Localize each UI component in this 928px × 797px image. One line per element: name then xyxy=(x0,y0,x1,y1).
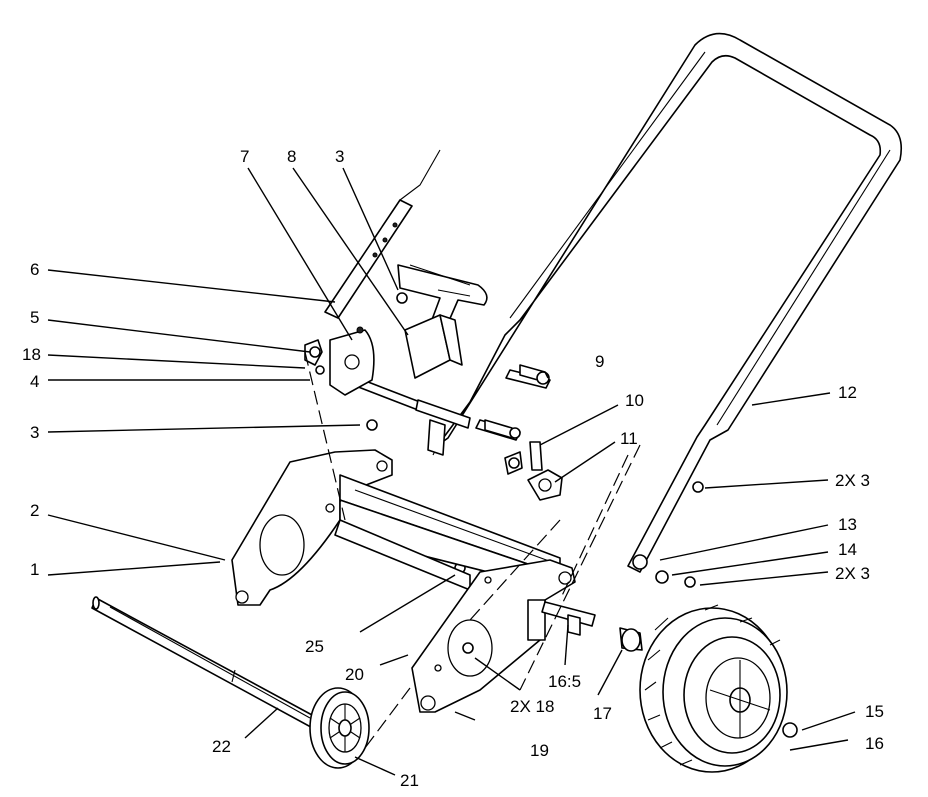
bracket-11 xyxy=(527,469,563,501)
star-knob-left xyxy=(304,339,323,366)
callout-19: 19 xyxy=(530,741,549,760)
axle-right xyxy=(541,601,643,652)
callout-2: 2 xyxy=(30,501,39,520)
callout-5: 5 xyxy=(30,308,39,327)
callout-21: 21 xyxy=(400,771,419,790)
small-wheel xyxy=(309,687,370,769)
callout-17: 17 xyxy=(593,704,612,723)
callout-1: 1 xyxy=(30,560,39,579)
callout-2x3-lower: 2X 3 xyxy=(835,564,870,583)
callout-16-5: 16:5 xyxy=(548,672,581,691)
shift-rod xyxy=(347,369,551,456)
pivot-bracket xyxy=(329,326,375,396)
shift-bracket xyxy=(397,264,488,379)
callout-3b: 3 xyxy=(335,147,344,166)
callout-12: 12 xyxy=(838,383,857,402)
callout-10: 10 xyxy=(625,391,644,410)
callout-16: 16 xyxy=(865,734,884,753)
callout-13: 13 xyxy=(838,515,857,534)
callout-labels: 1 2 3 4 18 5 6 7 8 3 9 10 11 12 2X 3 13 … xyxy=(22,147,884,790)
callout-8: 8 xyxy=(287,147,296,166)
exploded-view-lines xyxy=(304,351,641,749)
leader-lines xyxy=(47,167,856,776)
callout-11: 11 xyxy=(620,429,638,448)
callout-3a: 3 xyxy=(30,423,39,442)
callout-18a: 18 xyxy=(22,345,41,364)
callout-20: 20 xyxy=(345,665,364,684)
callout-6: 6 xyxy=(30,260,39,279)
large-tire xyxy=(639,604,798,773)
handle xyxy=(432,32,903,573)
callout-15: 15 xyxy=(865,702,884,721)
callout-22: 22 xyxy=(212,737,231,756)
axle xyxy=(91,596,326,733)
callout-4: 4 xyxy=(30,372,39,391)
star-knob-right xyxy=(504,451,523,475)
callout-25: 25 xyxy=(305,637,324,656)
callout-7: 7 xyxy=(240,147,249,166)
callout-2x18: 2X 18 xyxy=(510,697,554,716)
callout-14: 14 xyxy=(838,540,857,559)
callout-2x3-upper: 2X 3 xyxy=(835,471,870,490)
callout-9: 9 xyxy=(595,352,604,371)
